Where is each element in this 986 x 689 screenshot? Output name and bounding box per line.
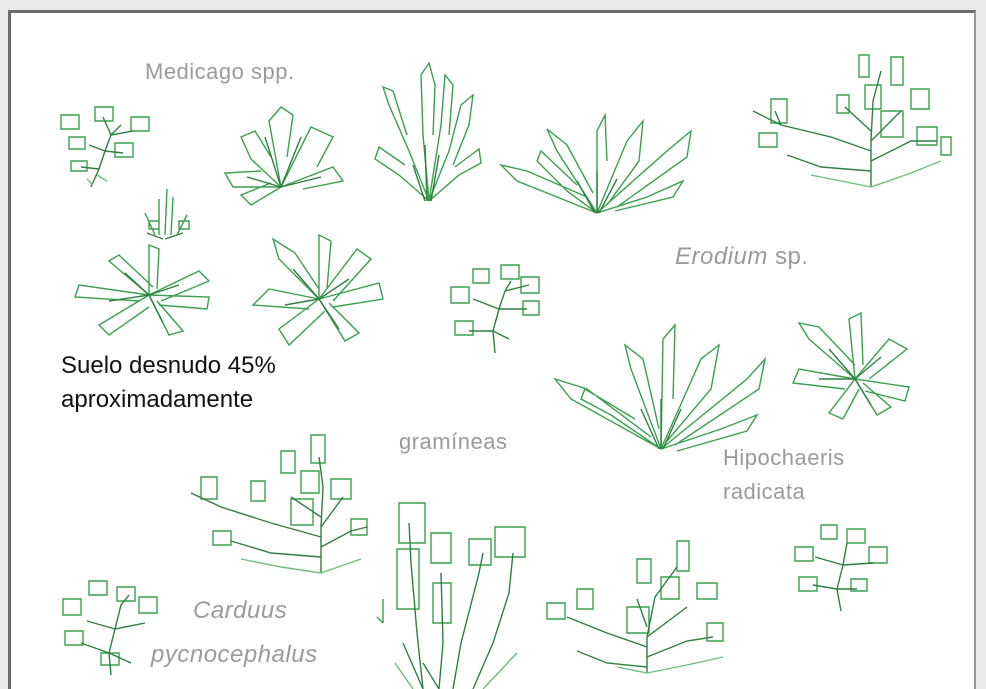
rosette-plant-4 [789,309,919,421]
rosette-plant-1 [221,97,351,209]
label-medicago: Medicago spp. [145,59,295,85]
medicago-plant-4 [785,519,895,615]
grass-plant-spreading-1 [497,101,697,221]
label-erodium-genus: Erodium [675,243,768,270]
medicago-plant-3 [443,261,553,357]
label-hipochaeris-line2: radicata [723,475,845,509]
label-erodium: Erodium sp. [675,243,809,271]
rosette-plant-3 [249,229,389,349]
carduus-plant-3 [537,537,737,677]
label-bare-soil-line2: aproximadamente [61,383,276,417]
label-carduus: Carduus pycnocephalus [151,589,318,677]
small-sprout [373,597,393,627]
medicago-plant-1 [51,95,161,195]
label-carduus-line1: Carduus [151,589,318,633]
label-carduus-line2: pycnocephalus [151,633,318,677]
label-gramineas: gramíneas [399,429,507,455]
rosette-plant-2 [69,241,219,341]
medicago-plant-2 [129,185,209,245]
grass-plant-spreading-2 [551,319,771,455]
grass-plant-upright [369,55,489,205]
label-bare-soil: Suelo desnudo 45% aproximadamente [61,349,276,417]
carduus-plant-upright [383,493,543,689]
label-bare-soil-line1: Suelo desnudo 45% [61,349,276,383]
medicago-plant-5 [59,573,169,679]
carduus-plant-2 [171,427,381,577]
diagram-frame: Medicago spp. Erodium sp. Suelo desnudo … [8,10,976,689]
carduus-plant-1 [741,41,951,191]
label-erodium-suffix: sp. [768,243,809,270]
